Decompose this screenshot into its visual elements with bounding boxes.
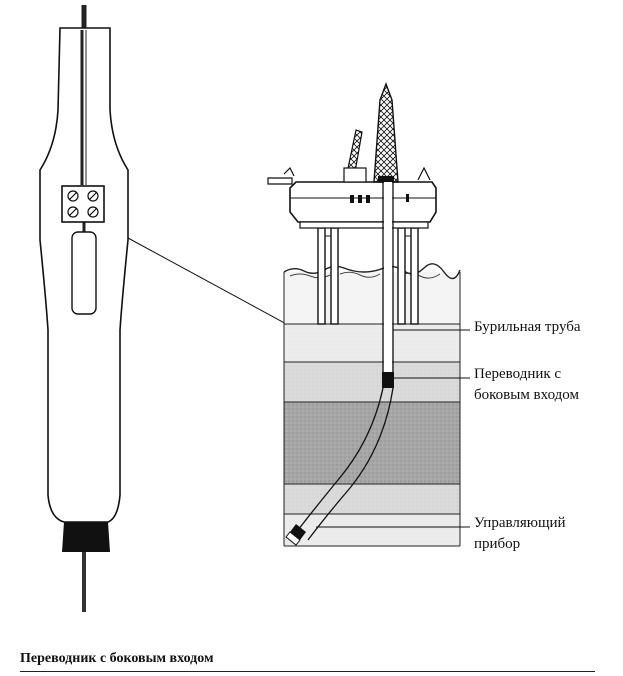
label-drill-pipe: Бурильная труба	[474, 319, 581, 335]
entry-window	[71, 231, 97, 315]
caption-rule	[20, 671, 595, 672]
leader-lines	[316, 329, 470, 528]
steering-tool	[290, 524, 306, 540]
label-side-entry-sub-line1: Переводник с	[474, 366, 562, 382]
figure-caption: Переводник с боковым входом	[20, 651, 214, 666]
layer-3	[284, 402, 460, 484]
layer-4	[284, 484, 460, 514]
platform-deck	[289, 181, 437, 223]
layer-2	[284, 362, 460, 402]
earth-section	[283, 263, 461, 547]
layer-5	[284, 514, 460, 546]
tool-enlarged	[39, 5, 129, 612]
offshore-platform	[267, 82, 437, 325]
derrick	[373, 82, 399, 183]
sea-layer	[284, 272, 460, 324]
drill-string	[285, 182, 394, 546]
label-side-entry-sub-line2: боковым входом	[474, 387, 579, 403]
clamp-screw	[67, 190, 99, 218]
drill-pipe-curved	[297, 387, 394, 541]
side-entry-sub	[382, 372, 394, 388]
label-steering-tool-line1: Управляющий	[474, 515, 566, 531]
drill-pipe-vertical	[382, 182, 394, 372]
clamp-block	[61, 185, 105, 223]
sea-surface	[283, 263, 461, 280]
tool-connector	[62, 522, 110, 552]
label-steering-tool-line2: прибор	[474, 536, 521, 552]
